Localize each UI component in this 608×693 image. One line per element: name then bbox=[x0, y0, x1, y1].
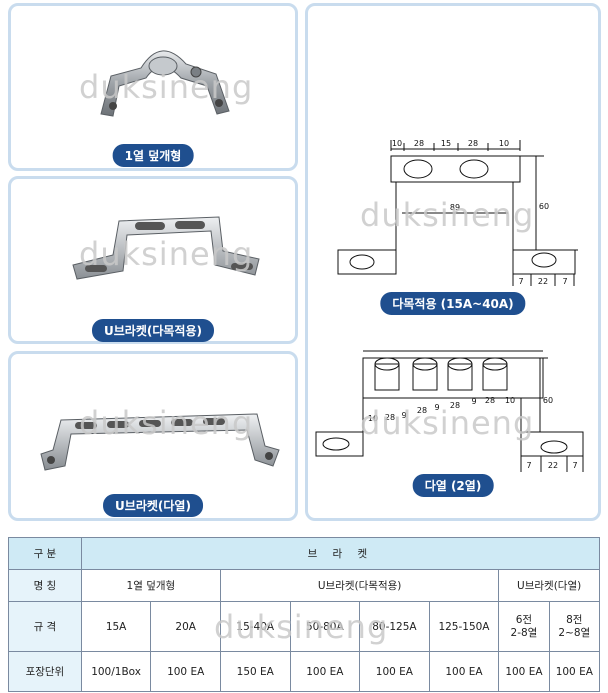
package-cell: 100 EA bbox=[428, 651, 500, 692]
u-bracket-multi-image bbox=[72, 216, 260, 280]
dim-text: 15 bbox=[441, 139, 451, 148]
category-header: 구 분 bbox=[8, 537, 82, 570]
package-cell: 100 EA bbox=[289, 651, 361, 692]
dim-text: 9 bbox=[401, 411, 406, 420]
spec-table: 구 분 브 라 켓 명 칭 1열 덮개형 U브라켓(다목적용) U브라켓(다열)… bbox=[8, 537, 601, 692]
dim-text: 60 bbox=[539, 202, 549, 211]
cover-bracket-image bbox=[100, 50, 230, 117]
dim-text: 28 bbox=[485, 396, 495, 405]
watermark: duksineng bbox=[79, 235, 254, 273]
package-cell: 100 EA bbox=[548, 651, 601, 692]
dim-text: 9 bbox=[471, 397, 476, 406]
dim-text: 28 bbox=[468, 139, 478, 148]
row-label-package: 포장단위 bbox=[8, 651, 82, 692]
technical-drawings: 10 28 15 28 10 89 60 7 22 7 10 28 9 28 9… bbox=[315, 139, 584, 472]
spec-cell: 15-40A bbox=[219, 601, 291, 652]
dim-text: 10 bbox=[392, 139, 402, 148]
group-cell: U브라켓(다열) bbox=[498, 569, 600, 602]
package-cell: 150 EA bbox=[219, 651, 291, 692]
dim-text: 7 bbox=[562, 277, 567, 286]
dim-text: 22 bbox=[548, 461, 558, 470]
watermark: duksineng bbox=[79, 404, 254, 442]
group-cell: 1열 덮개형 bbox=[80, 569, 221, 602]
bracket-header: 브 라 켓 bbox=[80, 537, 601, 570]
spec-cell: 6전 2-8열 bbox=[498, 601, 550, 652]
diagram-label: 다열 (2열) bbox=[412, 474, 494, 497]
watermark: duksineng bbox=[360, 404, 535, 442]
dim-text: 7 bbox=[518, 277, 523, 286]
dim-text: 28 bbox=[385, 413, 395, 422]
u-bracket-rows-image bbox=[40, 413, 280, 471]
dim-text: 28 bbox=[414, 139, 424, 148]
dim-text: 28 bbox=[417, 406, 427, 415]
dim-text: 7 bbox=[572, 461, 577, 470]
package-cell: 100 EA bbox=[150, 651, 221, 692]
spec-cell: 8전 2~8열 bbox=[548, 601, 601, 652]
product-panel-cover: duksineng 1열 덮개형 bbox=[8, 3, 298, 171]
dim-text: 10 bbox=[505, 396, 515, 405]
watermark: duksineng bbox=[214, 608, 389, 646]
spec-cell: 125-150A bbox=[428, 601, 500, 652]
package-cell: 100/1Box bbox=[80, 651, 152, 692]
watermark: duksineng bbox=[79, 68, 254, 106]
package-cell: 100 EA bbox=[359, 651, 430, 692]
product-panel-multi: duksineng U브라켓(다목적용) bbox=[8, 176, 298, 344]
dim-text: 28 bbox=[450, 401, 460, 410]
spec-cell: 80-125A bbox=[359, 601, 430, 652]
diagram-label: 다목적용 (15A~40A) bbox=[380, 292, 526, 315]
spec-cell: 50-80A bbox=[289, 601, 361, 652]
row-label-name: 명 칭 bbox=[8, 569, 82, 602]
dim-text: 60 bbox=[543, 396, 553, 405]
dim-text: 22 bbox=[538, 277, 548, 286]
dim-text: 7 bbox=[526, 461, 531, 470]
row-label-spec: 규 격 bbox=[8, 601, 82, 652]
group-cell: U브라켓(다목적용) bbox=[219, 569, 500, 602]
spec-cell: 20A bbox=[150, 601, 221, 652]
product-label: U브라켓(다목적용) bbox=[92, 319, 214, 342]
spec-cell: 15A bbox=[80, 601, 152, 652]
product-label: 1열 덮개형 bbox=[112, 144, 194, 167]
diagram-panel: 10 28 15 28 10 89 60 7 22 7 10 28 9 28 9… bbox=[305, 3, 601, 521]
product-label: U브라켓(다열) bbox=[103, 494, 203, 517]
watermark: duksineng bbox=[360, 196, 535, 234]
dim-text: 10 bbox=[368, 414, 378, 423]
dim-text: 9 bbox=[434, 403, 439, 412]
package-cell: 100 EA bbox=[498, 651, 550, 692]
dim-text: 10 bbox=[499, 139, 509, 148]
product-panel-rows: duksineng U브라켓(다열) bbox=[8, 351, 298, 521]
dim-text: 89 bbox=[450, 203, 460, 212]
